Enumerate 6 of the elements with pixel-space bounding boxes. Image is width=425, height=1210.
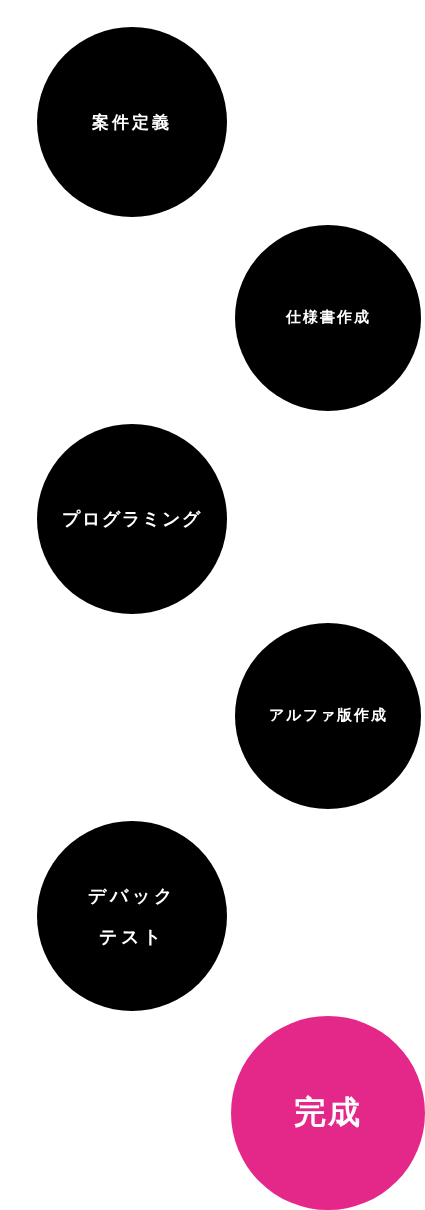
step-label: プログラミング: [62, 507, 202, 531]
step-label: 案件定義: [92, 110, 172, 134]
step-label: アルファ版作成: [268, 706, 388, 726]
step-label: 完成: [294, 1092, 362, 1134]
step-label: 仕様書作成: [285, 308, 371, 328]
step-label: デバックテスト: [87, 883, 177, 949]
